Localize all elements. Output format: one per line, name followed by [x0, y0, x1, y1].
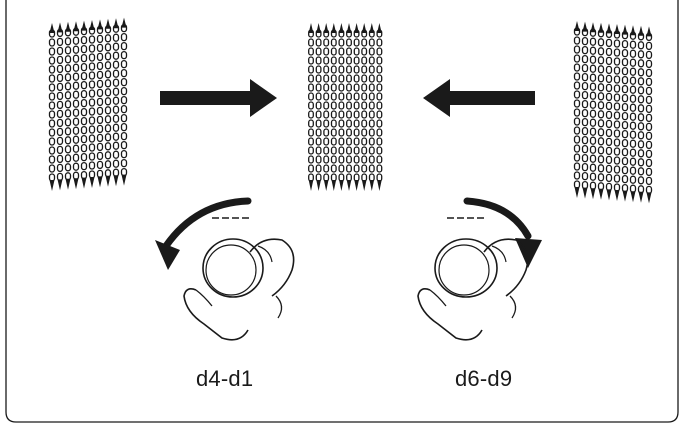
dial-setting-label-left: d4-d1 [196, 366, 254, 391]
stitch-panel-wide-icon [48, 17, 128, 191]
arrow-right-icon [160, 79, 277, 117]
stitch-panel-target-icon [308, 23, 383, 191]
arrow-left-icon [423, 79, 535, 117]
frame-border [5, 0, 679, 423]
dial-turn-counterclockwise-icon [155, 197, 295, 341]
dial-setting-label-right: d6-d9 [455, 366, 513, 391]
dial-turn-clockwise-icon [417, 197, 542, 341]
stitch-panel-wide-icon [573, 21, 653, 204]
